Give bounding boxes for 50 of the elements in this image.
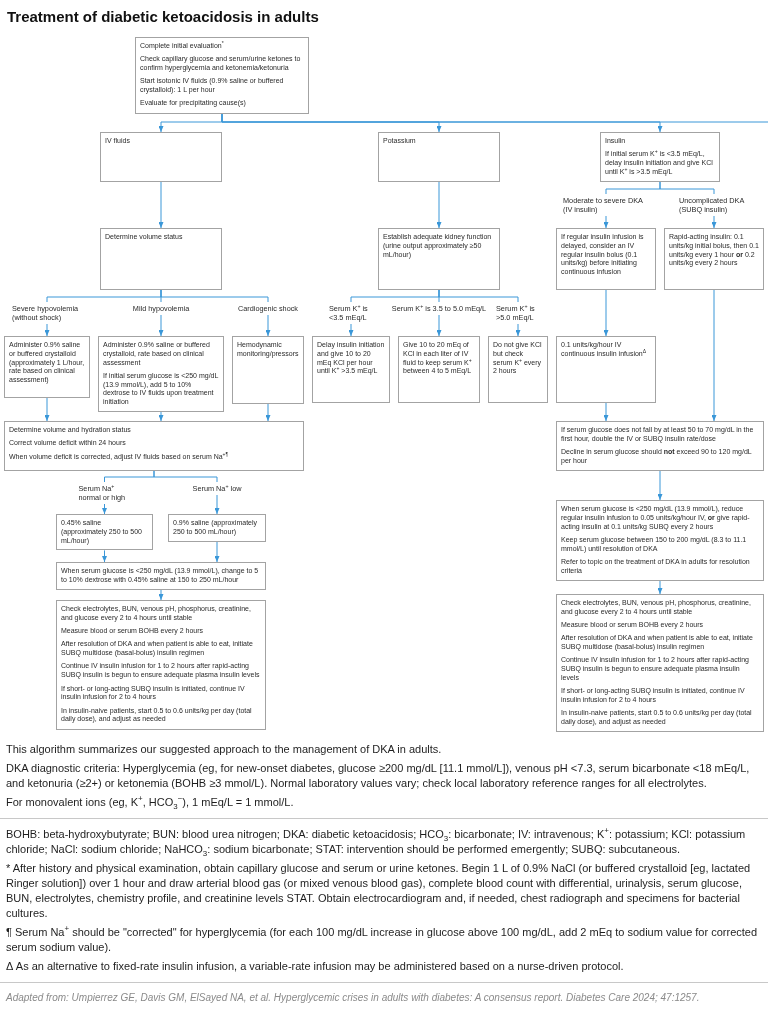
process-box [556,336,656,403]
arrow [436,181,442,229]
arrow [438,289,521,337]
connector-line [221,113,768,123]
process-box [232,336,304,404]
process-box [378,228,500,290]
arrow [214,541,220,563]
process-box [168,514,266,542]
process-box [312,336,390,403]
footnote-text: * After history and physical examination, obtain capillary glucose and serum or urine ketones. Begin 1 L of 0.9% NaCl (or buffered crystalloid [eg, lactated Ringer solution]) over 1 hour and draw arterial blood gas (or mixed venous blood gas), complete blood count with differential, urinalysis, serum glucose, BUN, electrolytes, chemistry profile, and creatinine levels STAT. Obtain electrocardiogram and, if needed, chest radiograph and specimens for bacterial cultures. [6,861,752,921]
arrow [265,403,271,422]
process-box [4,421,304,471]
footnote-text: ¶ Serum Na$^{+}$ should be "corrected" for hyperglycemia (for each 100 mg/dL increase in glucose above 100 mg/dL, add 2 mEq to sodium value for corrected serum sodium value). [6,925,759,955]
process-box [556,421,764,471]
process-box [556,594,764,733]
arrow [657,470,663,501]
process-box [100,228,222,290]
process-box [600,132,720,182]
process-box [488,336,548,403]
diagram-title: Treatment of diabetic ketoacidosis in adults [7,8,319,26]
arrow [160,289,271,337]
arrow [603,402,609,422]
source-citation: Adapted from: Umpierrez GE, Davis GM, ElSayed NA, et al. Hyperglycemic crises in adults with diabetes: A consensus report. Diabetes Care 2024; 47:1257. [6,991,701,1005]
arrow [153,470,220,515]
abbreviation-list: BOHB: beta-hydroxybutyrate; BUN: blood urea nitrogen; DKA: diabetic ketoacidosis; HCO$_{3}$: bicarbonate; IV: intravenous; K$^{+}$: potassium; KCl: potassium chloride; NaCl: sodium chloride; NaHCO$_{3}$: sodium bicarbonate; STAT: intervention should be performed emergently; SUBQ: subcutaneous. [6,827,762,857]
arrow [603,289,609,337]
arrow [711,289,717,422]
arrow [657,580,663,595]
process-box [664,228,764,290]
process-box [556,500,764,581]
note-text: DKA diagnostic criteria: Hyperglycemia (eg, for new-onset diabetes, glucose ≥200 mg/dL [11.1 mmol/L]), venous pH <7.3, serum bicarbonate <18 mEq/L, and ketonuria (≥2+) or ketonemia (BOHB ≥3 mmol/L). Normal laboratory values vary; check local laboratory reference ranges for all electrolytes. [6,761,751,791]
note-text: For monovalent ions (eg, K$^{+}$, HCO$_{3}$$^{−}$), 1 mEq/L = 1 mmol/L. [6,795,295,810]
arrow [102,549,107,563]
arrow [158,589,164,601]
footnote-text: Δ As an alternative to fixed-rate insulin infusion, a variable-rate infusion may be administered based on a nurse-driven protocol. [6,959,625,974]
process-box [100,132,222,182]
arrow [158,411,164,422]
process-box [398,336,480,403]
process-box [378,132,500,182]
process-box [4,336,90,398]
note-text: This algorithm summarizes our suggested approach to the management of DKA in adults. [6,742,443,757]
arrow [659,181,717,229]
process-box [56,600,266,730]
process-box [556,228,656,290]
arrow [44,397,50,422]
arrow [158,181,164,229]
process-box [98,336,224,413]
process-box [135,37,309,114]
process-box [56,514,153,551]
process-box [56,562,266,590]
